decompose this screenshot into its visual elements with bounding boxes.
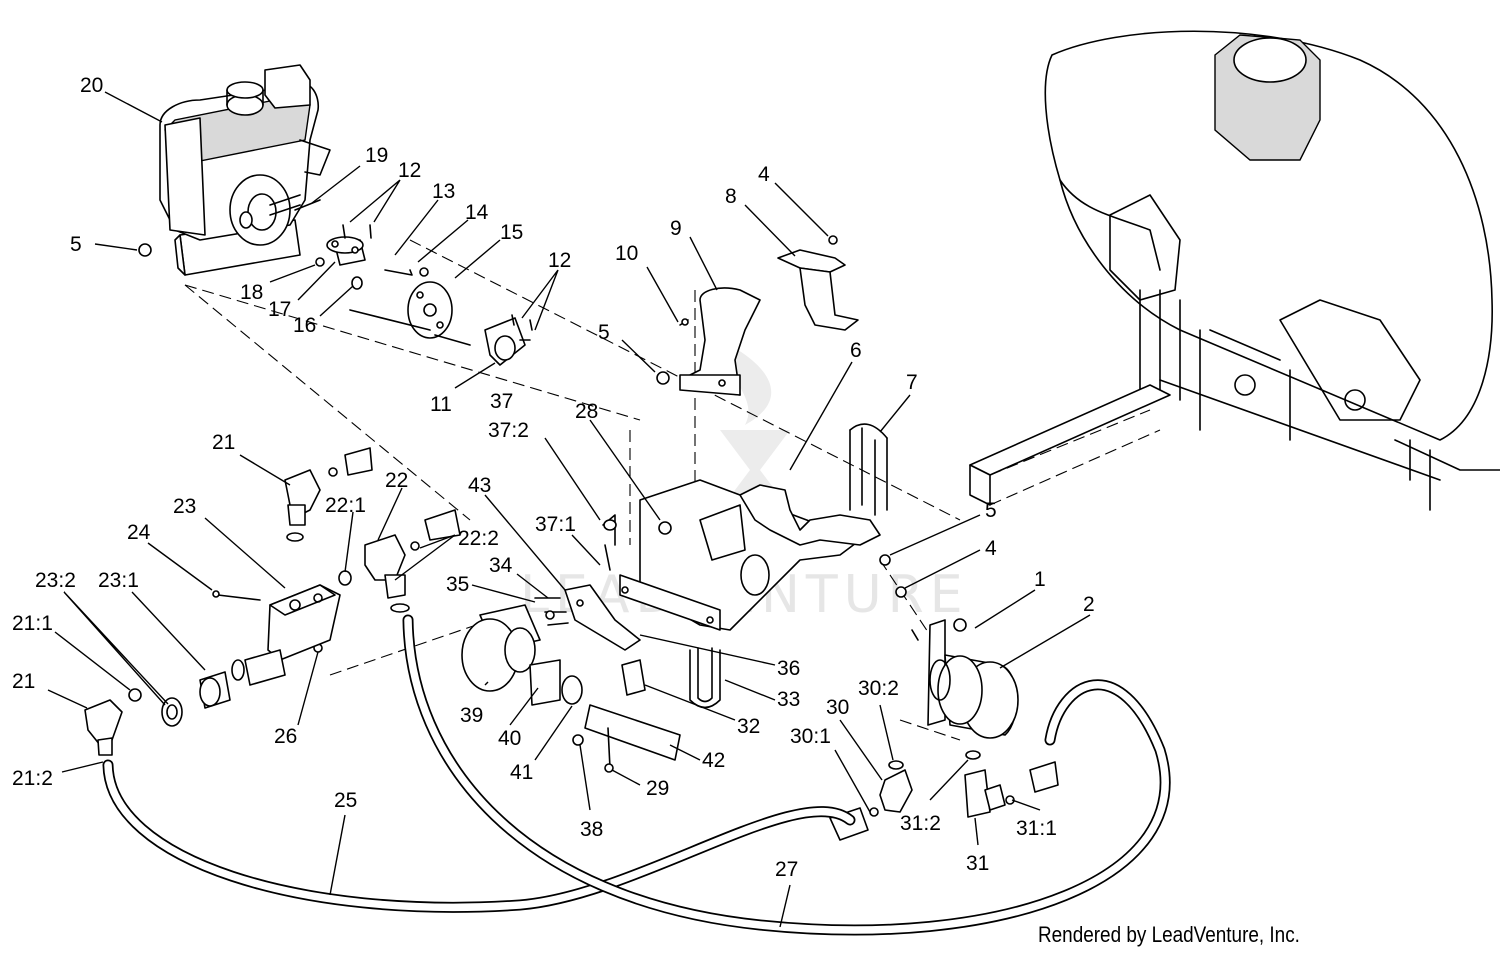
callout-37-1: 37:1: [535, 513, 576, 536]
callout-22-2: 22:2: [458, 527, 499, 550]
callout-30: 30: [826, 696, 849, 719]
callout-5: 5: [985, 499, 997, 522]
callout-41: 41: [510, 761, 533, 784]
callout-31: 31: [966, 852, 989, 875]
callout-21: 21: [212, 431, 235, 454]
callout-20: 20: [80, 74, 103, 97]
washer-28: [658, 521, 672, 535]
callout-38: 38: [580, 818, 603, 841]
callout-24: 24: [127, 521, 151, 544]
u-bolt-7: [849, 423, 888, 516]
tee-22: [338, 509, 461, 613]
callout-23-2: 23:2: [35, 569, 76, 592]
callout-30-2: 30:2: [858, 677, 899, 700]
callout-8: 8: [725, 185, 737, 208]
callout-37-2: 37:2: [488, 419, 529, 442]
callout-26: 26: [274, 725, 297, 748]
callout-18: 18: [240, 281, 263, 304]
hose-27: [402, 614, 1171, 936]
callout-28: 28: [575, 400, 598, 423]
leader-lines: [47, 91, 1091, 928]
callout-25: 25: [334, 789, 357, 812]
pump-assembly: [159, 64, 331, 276]
valve-23: [128, 584, 341, 727]
elbow-21-top: [284, 447, 373, 542]
fuel-tank: [1044, 30, 1500, 511]
coupling-hardware: [315, 224, 533, 366]
bracket-9: [679, 287, 761, 396]
callout-31-2: 31:2: [900, 812, 941, 835]
frame-tube: [969, 384, 1171, 506]
callout-16: 16: [293, 314, 316, 337]
callout-22-1: 22:1: [325, 494, 366, 517]
callout-39: 39: [460, 704, 483, 727]
callout-34: 34: [489, 554, 513, 577]
callout-5: 5: [598, 321, 610, 344]
callout-15: 15: [500, 221, 523, 244]
callout-42: 42: [702, 749, 725, 772]
bracket-8: [777, 249, 859, 331]
callout-11: 11: [430, 393, 452, 416]
callout-1: 1: [1034, 568, 1046, 591]
callout-36: 36: [777, 657, 800, 680]
callout-10: 10: [615, 242, 638, 265]
motor-2: [927, 619, 1019, 739]
callout-21-1: 21:1: [12, 612, 53, 635]
filter-assembly: [461, 604, 681, 773]
callout-37: 37: [490, 390, 513, 413]
u-bolt-33: [689, 647, 721, 709]
callout-6: 6: [850, 339, 862, 362]
callout-22: 22: [385, 469, 408, 492]
callout-32: 32: [737, 715, 760, 738]
callout-5: 5: [70, 233, 82, 256]
callout-17: 17: [268, 298, 291, 321]
callout-21: 21: [12, 670, 35, 693]
callout-40: 40: [498, 727, 521, 750]
callout-19: 19: [365, 144, 388, 167]
hose-25: [102, 759, 856, 913]
callout-35: 35: [446, 573, 469, 596]
callout-30-1: 30:1: [790, 725, 831, 748]
callout-9: 9: [670, 217, 682, 240]
callout-4: 4: [758, 163, 770, 186]
callout-14: 14: [465, 201, 489, 224]
callout-12: 12: [398, 159, 421, 182]
callout-33: 33: [777, 688, 800, 711]
callout-13: 13: [432, 180, 455, 203]
mount-plate: [619, 479, 881, 631]
callout-27: 27: [775, 858, 798, 881]
callout-23-1: 23:1: [98, 569, 139, 592]
fitting-31: [964, 750, 1059, 818]
callout-23: 23: [173, 495, 196, 518]
elbow-21-bottom: [84, 699, 123, 756]
credit-text: Rendered by LeadVenture, Inc.: [1038, 922, 1300, 947]
callout-7: 7: [906, 371, 918, 394]
callout-12: 12: [548, 249, 571, 272]
bolt-37: [602, 514, 617, 571]
callout-29: 29: [646, 777, 669, 800]
callout-21-2: 21:2: [12, 767, 53, 790]
callout-labels: 20 19 12 13 14 15 12 5 18 17 16 11 37 4 …: [12, 74, 1095, 881]
small-bracket: [534, 584, 641, 651]
callout-4: 4: [985, 537, 997, 560]
callout-2: 2: [1083, 593, 1095, 616]
callout-43: 43: [468, 474, 491, 497]
callout-31-1: 31:1: [1016, 817, 1057, 840]
